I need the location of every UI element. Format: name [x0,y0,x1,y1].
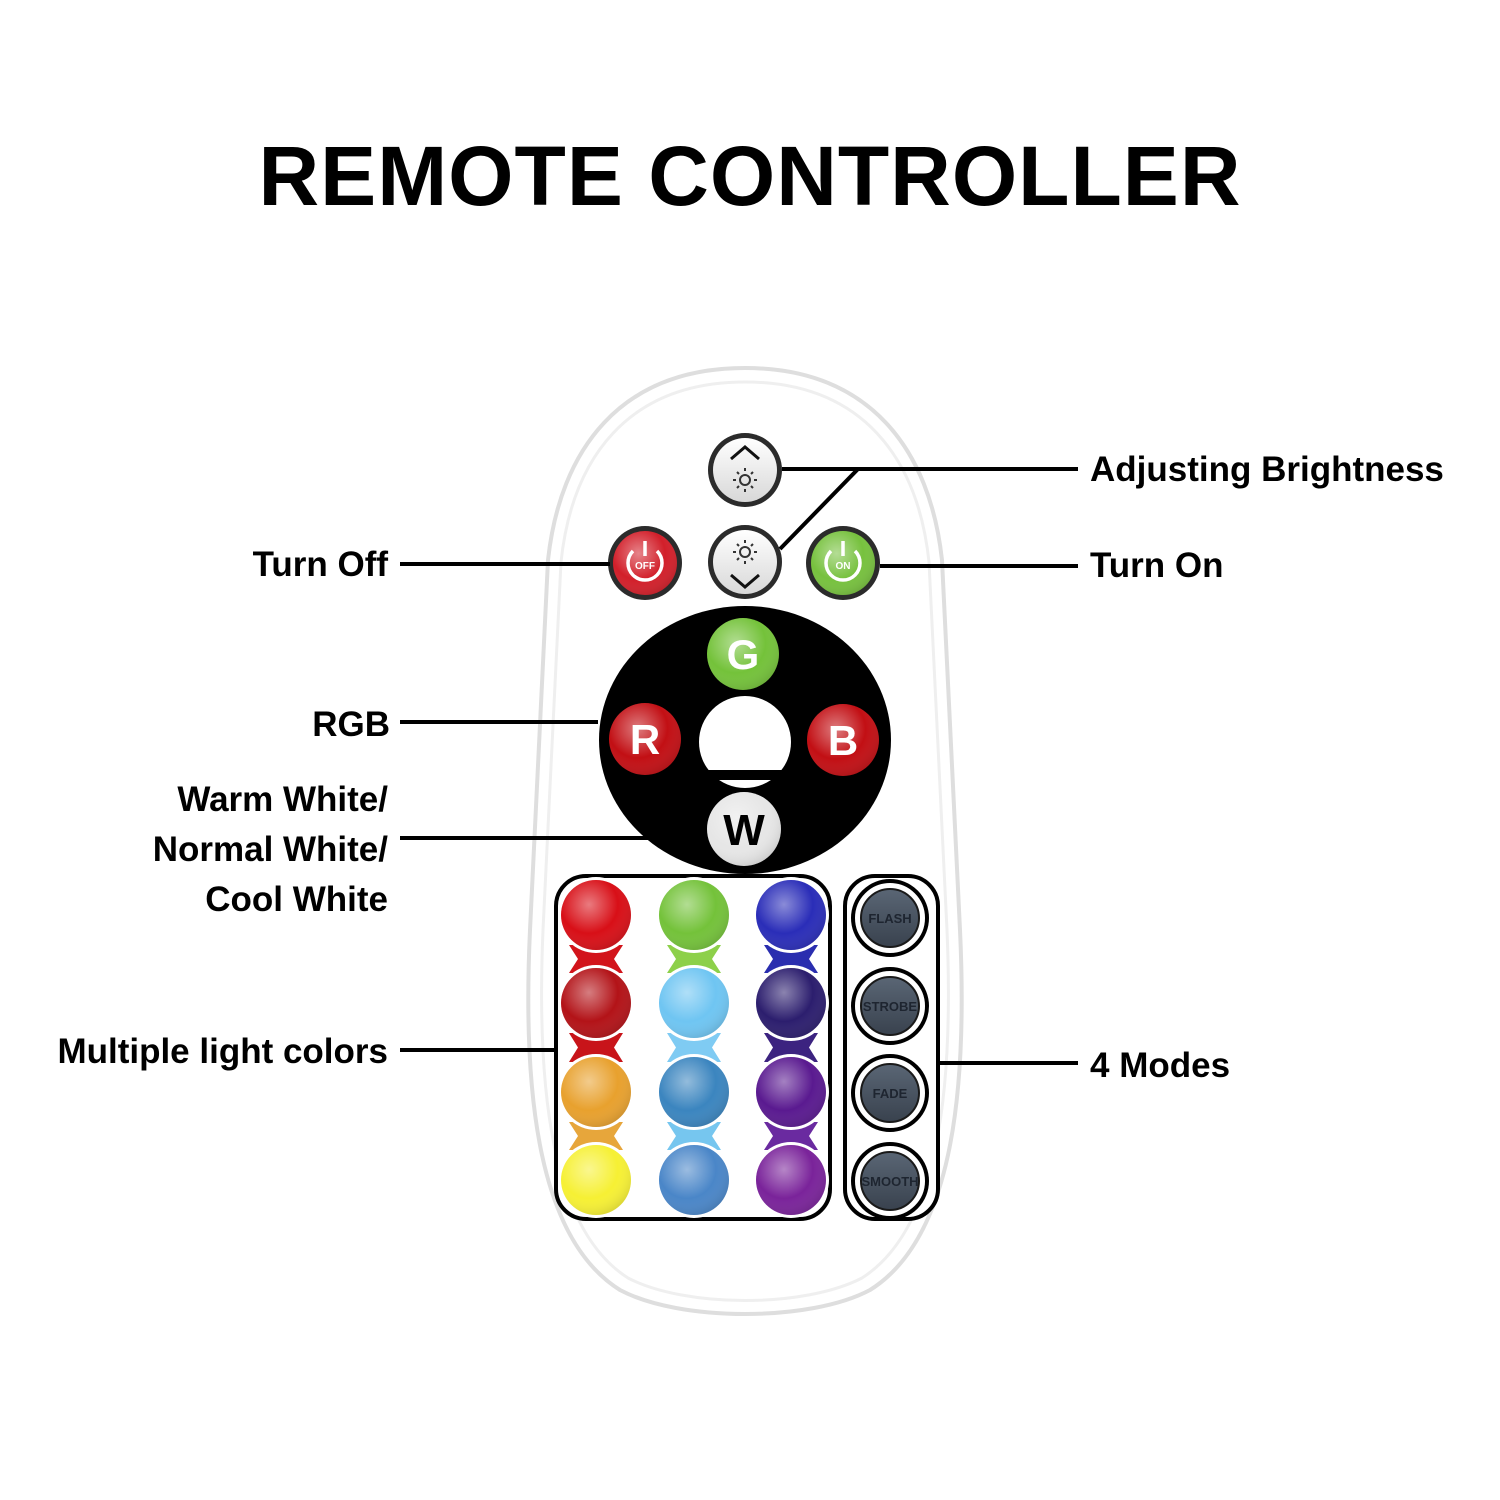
color-connector [569,1033,623,1062]
color-connector [764,1033,818,1062]
on-button-label: ON [836,561,851,572]
color-button[interactable] [558,877,634,953]
leader-lines [400,467,1078,1065]
color-connector [667,1122,721,1150]
color-connector [569,1122,623,1150]
page-title: REMOTE CONTROLLER [258,129,1242,223]
label-turn-on: Turn On [1090,546,1224,585]
label-turn-off: Turn Off [253,545,389,584]
brightness-icon [733,540,757,564]
label-white-line3: Cool White [205,880,388,919]
brightness-down-button[interactable] [708,525,782,599]
off-button[interactable]: OFF [608,526,682,600]
color-grid [558,877,829,1218]
svg-text:G: G [727,631,760,678]
label-white-line2: Normal White/ [153,830,389,869]
color-button[interactable] [753,1054,829,1130]
color-connector [667,945,721,973]
color-button[interactable] [558,1054,634,1130]
color-connectors [569,945,818,1150]
mode-button-flash[interactable]: FLASH [851,879,929,957]
label-multiple-colors: Multiple light colors [57,1032,388,1071]
mode-label: SMOOTH [861,1174,918,1189]
green-button[interactable]: G [707,618,779,690]
brightness-up-button[interactable] [708,433,782,507]
label-rgb: RGB [312,705,390,744]
svg-text:R: R [630,716,660,763]
mode-button-fade[interactable]: FADE [851,1054,929,1132]
color-connector [667,1033,721,1062]
color-button[interactable] [753,1142,829,1218]
svg-text:B: B [828,717,858,764]
brightness-icon [733,468,757,492]
color-button[interactable] [558,1142,634,1218]
power-icon [626,549,664,582]
color-button[interactable] [656,1054,732,1130]
center-button[interactable] [699,696,791,788]
svg-text:W: W [723,806,765,855]
label-modes: 4 Modes [1090,1046,1230,1085]
blue-button[interactable]: B [807,704,879,776]
color-button[interactable] [656,877,732,953]
white-button[interactable]: W [707,792,781,866]
color-button[interactable] [753,965,829,1041]
red-button[interactable]: R [609,703,681,775]
mode-label: FLASH [868,911,911,926]
label-adjusting-brightness: Adjusting Brightness [1090,450,1444,489]
label-white-line1: Warm White/ [177,780,388,819]
mode-label: FADE [873,1086,908,1101]
power-icon [824,549,862,582]
color-button[interactable] [656,1142,732,1218]
rgb-wheel [599,606,891,874]
mode-button-strobe[interactable]: STROBE [851,967,929,1045]
mode-buttons: FLASH STROBE FADE SMOOTH [851,879,929,1220]
color-button[interactable] [656,965,732,1041]
mode-button-smooth[interactable]: SMOOTH [851,1142,929,1220]
color-button[interactable] [753,877,829,953]
color-button[interactable] [558,965,634,1041]
color-connector [569,945,623,973]
mode-label: STROBE [863,999,918,1014]
off-button-label: OFF [635,561,655,572]
on-button[interactable]: ON [806,526,880,600]
color-connector [764,1122,818,1150]
color-connector [764,945,818,973]
